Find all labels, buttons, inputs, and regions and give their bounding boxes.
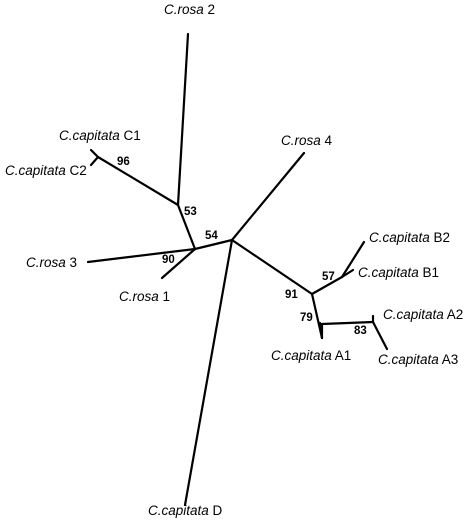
labels: C.rosa 2C.capitata C1C.capitata C2C.rosa… xyxy=(5,2,463,518)
taxon-label-crosa3: C.rosa 3 xyxy=(26,255,77,270)
taxon-genus: C.rosa xyxy=(26,255,66,270)
taxon-genus: C.capitata xyxy=(5,163,66,178)
branch-node53-node90 xyxy=(176,203,197,251)
taxon-label-ccapC2: C.capitata C2 xyxy=(5,163,87,178)
taxon-genus: C.rosa xyxy=(281,133,321,148)
bootstrap-value-96: 96 xyxy=(117,156,130,168)
branch-crosa3 xyxy=(86,247,197,264)
branch-node53-node96 xyxy=(96,155,180,207)
branch-ccapC2 xyxy=(89,155,100,167)
taxon-id: B2 xyxy=(430,230,450,245)
taxon-label-crosa1: C.rosa 1 xyxy=(119,289,170,304)
taxon-genus: C.capitata xyxy=(358,265,419,280)
taxon-genus: C.rosa xyxy=(119,289,159,304)
taxon-id: C2 xyxy=(66,163,87,178)
branch-crosa4 xyxy=(230,151,306,242)
taxon-id: A2 xyxy=(444,307,464,322)
bootstrap-value-90: 90 xyxy=(162,254,175,266)
taxon-label-ccapA2: C.capitata A2 xyxy=(383,307,463,322)
bootstrap-value-53: 53 xyxy=(184,206,197,218)
bootstrap-value-83: 83 xyxy=(354,325,367,337)
taxon-genus: C.capitata xyxy=(271,348,332,363)
taxon-genus: C.capitata xyxy=(378,352,439,367)
bootstrap-value-57: 57 xyxy=(322,271,335,283)
branch-crosa1 xyxy=(160,247,197,280)
taxon-id: 1 xyxy=(159,289,170,304)
taxon-label-ccapB2: C.capitata B2 xyxy=(369,230,450,245)
taxon-id: B1 xyxy=(419,265,439,280)
branch-node54-node91 xyxy=(230,238,314,296)
branch-node90-node54 xyxy=(193,238,234,251)
branch-crosa2 xyxy=(176,32,190,207)
taxon-label-ccapD: C.capitata D xyxy=(148,503,223,518)
bootstrap-value-91: 91 xyxy=(285,289,298,301)
taxon-id: 4 xyxy=(321,133,333,148)
taxon-genus: C.capitata xyxy=(59,128,120,143)
taxon-id: A3 xyxy=(439,352,459,367)
branch-ccapD xyxy=(183,238,234,507)
taxon-label-ccapB1: C.capitata B1 xyxy=(358,265,439,280)
taxon-genus: C.rosa xyxy=(164,2,204,17)
taxon-label-ccapA3: C.capitata A3 xyxy=(378,352,458,367)
branch-ccapC1 xyxy=(89,148,100,159)
branch-ccapB2 xyxy=(340,240,366,279)
taxon-genus: C.capitata xyxy=(383,307,444,322)
bootstrap-value-54: 54 xyxy=(205,230,218,242)
taxon-id: 2 xyxy=(204,2,215,17)
taxon-id: D xyxy=(209,503,223,518)
taxon-id: 3 xyxy=(66,255,77,270)
branch-ccapA3 xyxy=(371,320,389,351)
taxon-label-ccapA1: C.capitata A1 xyxy=(271,348,351,363)
branches xyxy=(86,32,389,507)
taxon-id: C1 xyxy=(120,128,141,143)
taxon-label-ccapC1: C.capitata C1 xyxy=(59,128,141,143)
branch-node91-node57 xyxy=(310,275,344,296)
taxon-genus: C.capitata xyxy=(148,503,209,518)
branch-node79-node83 xyxy=(320,320,375,326)
branch-ccapB1 xyxy=(340,268,355,279)
bootstrap-value-79: 79 xyxy=(300,312,313,324)
taxon-genus: C.capitata xyxy=(369,230,430,245)
taxon-id: A1 xyxy=(332,348,352,363)
taxon-label-crosa4: C.rosa 4 xyxy=(281,133,333,148)
taxon-label-crosa2: C.rosa 2 xyxy=(164,2,215,17)
